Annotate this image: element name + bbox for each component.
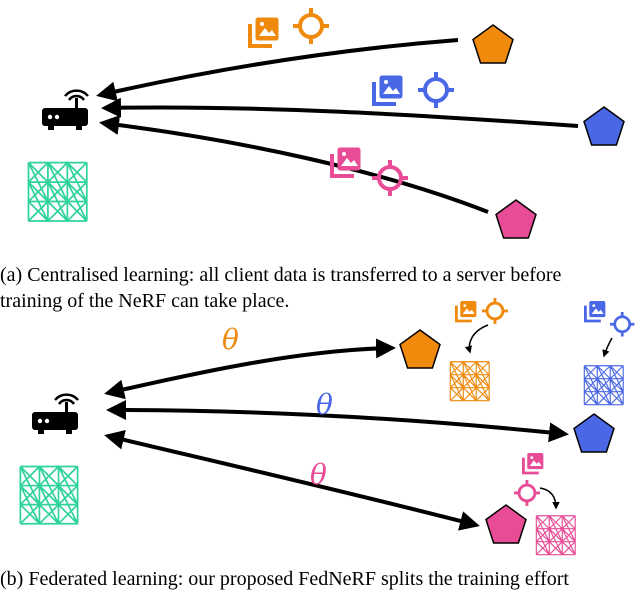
theta-label-orange: θ xyxy=(222,323,239,356)
router-icon xyxy=(30,393,80,436)
neural-network-icon xyxy=(23,157,92,226)
image-stack-icon xyxy=(248,16,280,48)
pentagon-client-icon xyxy=(485,504,527,544)
pentagon-client-icon xyxy=(472,24,514,64)
neural-network-icon xyxy=(533,512,579,558)
arrow-server-blue xyxy=(106,400,569,443)
arrow-blue-to-server xyxy=(101,97,579,128)
panel-a xyxy=(23,6,625,239)
panel-b: θ θ θ xyxy=(15,296,636,558)
router-icon xyxy=(40,89,90,132)
caption-a-line-2: training of the NeRF can take place. xyxy=(0,290,290,312)
crosshair-icon xyxy=(608,310,636,338)
crosshair-icon xyxy=(480,296,510,326)
arrow-server-pink xyxy=(104,429,480,531)
image-stack-icon xyxy=(454,299,478,323)
pentagon-client-icon xyxy=(583,106,625,146)
pentagon-client-icon xyxy=(495,199,537,239)
arrow-server-orange xyxy=(104,338,396,400)
crosshair-icon xyxy=(291,6,331,46)
pentagon-client-icon xyxy=(573,413,615,453)
theta-label-blue: θ xyxy=(316,388,333,421)
image-stack-icon xyxy=(584,299,607,323)
crosshair-icon xyxy=(416,70,456,110)
image-stack-icon xyxy=(522,451,545,475)
arrow-orange-to-server xyxy=(96,38,459,102)
image-stack-icon xyxy=(372,74,404,106)
pentagon-client-icon xyxy=(399,329,441,369)
caption-a-line-1: (a) Centralised learning: all client dat… xyxy=(0,264,562,286)
arrow-pink-to-server xyxy=(99,115,489,214)
caption-b-line-1: (b) Federated learning: our proposed Fed… xyxy=(0,568,569,590)
neural-network-icon xyxy=(447,358,493,404)
theta-label-pink: θ xyxy=(310,458,327,491)
crosshair-icon xyxy=(512,478,542,508)
neural-network-icon xyxy=(15,461,83,529)
neural-network-icon xyxy=(581,362,627,408)
